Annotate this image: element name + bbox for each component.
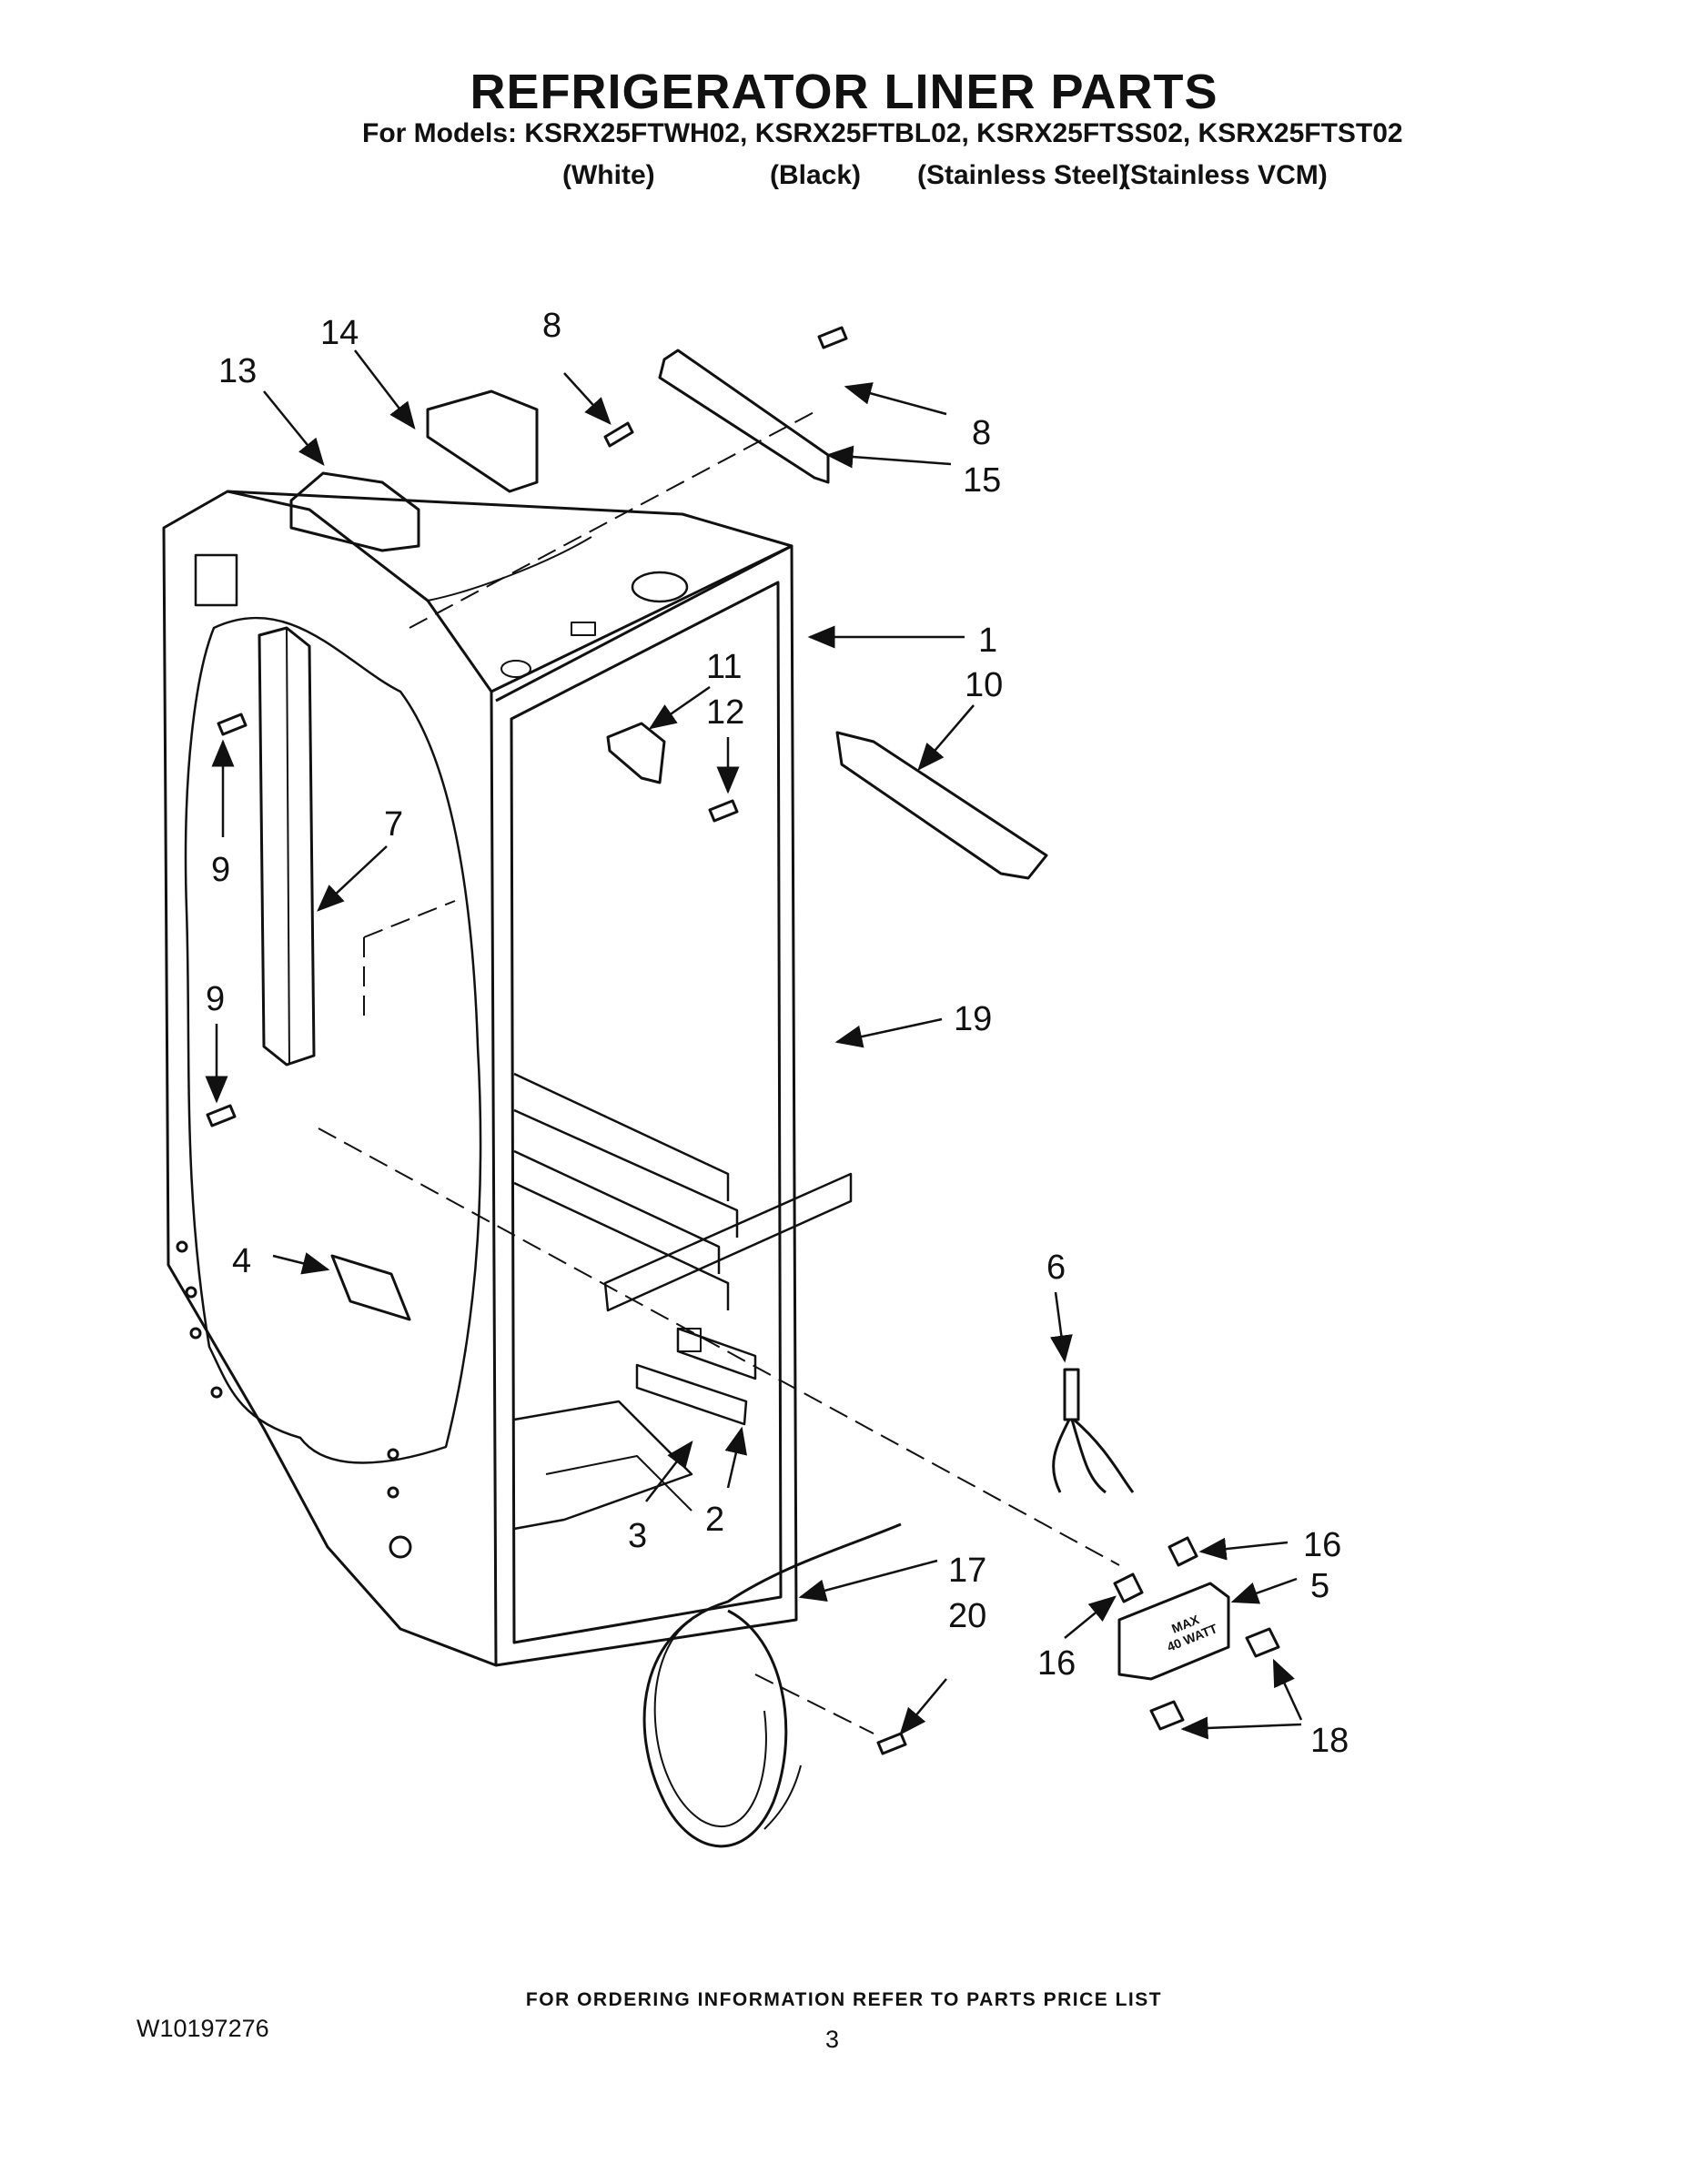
callout-3: 3 [628, 1517, 647, 1555]
bracket-part-11 [606, 722, 666, 784]
callout-6: 6 [1046, 1249, 1066, 1287]
page-title: REFRIGERATOR LINER PARTS [470, 65, 1218, 119]
trim-part-15 [658, 349, 830, 484]
screw-part-9-b [206, 1104, 237, 1127]
callout-17: 17 [948, 1552, 986, 1590]
liner-cabinet-outline [162, 490, 498, 1667]
screw-part-12 [708, 799, 739, 823]
callout-4: 4 [232, 1242, 251, 1280]
clip-part-16-a [1167, 1536, 1198, 1567]
callout-9-top: 9 [211, 851, 230, 889]
control-housing-part-13 [289, 471, 420, 552]
variant-white: (White) [562, 160, 655, 190]
document-number: W10197276 [136, 2015, 269, 2042]
harness-part-6 [1052, 1368, 1135, 1494]
callout-9-bottom: 9 [206, 980, 225, 1018]
screw-part-20 [876, 1732, 907, 1755]
callout-7: 7 [384, 805, 403, 844]
callout-12: 12 [706, 693, 744, 732]
callout-16-top: 16 [1303, 1526, 1341, 1564]
variant-stainless-vcm: (Stainless VCM) [1121, 160, 1328, 190]
liner-front-frame [490, 544, 798, 1667]
callout-19: 19 [954, 1000, 992, 1038]
screw-part-18-a [1245, 1627, 1280, 1658]
callout-5: 5 [1310, 1567, 1329, 1605]
liner-inner-frame [510, 581, 783, 1644]
callout-13: 13 [218, 352, 257, 390]
callout-16-bottom: 16 [1037, 1644, 1076, 1683]
callout-14: 14 [320, 314, 359, 352]
callout-20: 20 [948, 1597, 986, 1635]
callout-15: 15 [963, 461, 1001, 500]
ordering-note: FOR ORDERING INFORMATION REFER TO PARTS … [525, 1989, 1163, 2010]
callout-8-top: 8 [542, 307, 561, 345]
callout-11: 11 [706, 648, 742, 686]
callout-1: 1 [978, 622, 997, 660]
screw-part-18-b [1149, 1700, 1185, 1731]
tubing-part-17 [642, 1522, 902, 1848]
screw-part-8-a [603, 421, 634, 448]
screw-part-9-a [217, 713, 248, 736]
cover-part-19 [603, 1172, 853, 1312]
page-number: 3 [825, 2026, 840, 2053]
callout-10: 10 [965, 666, 1003, 704]
channel-part-10 [835, 731, 1048, 880]
liner-top-edge [227, 490, 793, 703]
callout-8-right: 8 [972, 414, 991, 452]
callout-2: 2 [705, 1501, 724, 1539]
diffuser-part-4 [330, 1254, 411, 1321]
lamp-housing-part-5 [1117, 1582, 1230, 1681]
bracket-part-14 [426, 389, 539, 493]
screw-part-8-b [817, 326, 848, 349]
variant-stainless-steel: (Stainless Steel) [917, 160, 1128, 190]
models-line: For Models: KSRX25FTWH02, KSRX25FTBL02, … [362, 118, 1403, 148]
liner-cutaway-edge [184, 616, 482, 1464]
variant-black: (Black) [770, 160, 862, 190]
callout-18: 18 [1310, 1722, 1349, 1760]
clip-part-16-b [1113, 1572, 1144, 1603]
